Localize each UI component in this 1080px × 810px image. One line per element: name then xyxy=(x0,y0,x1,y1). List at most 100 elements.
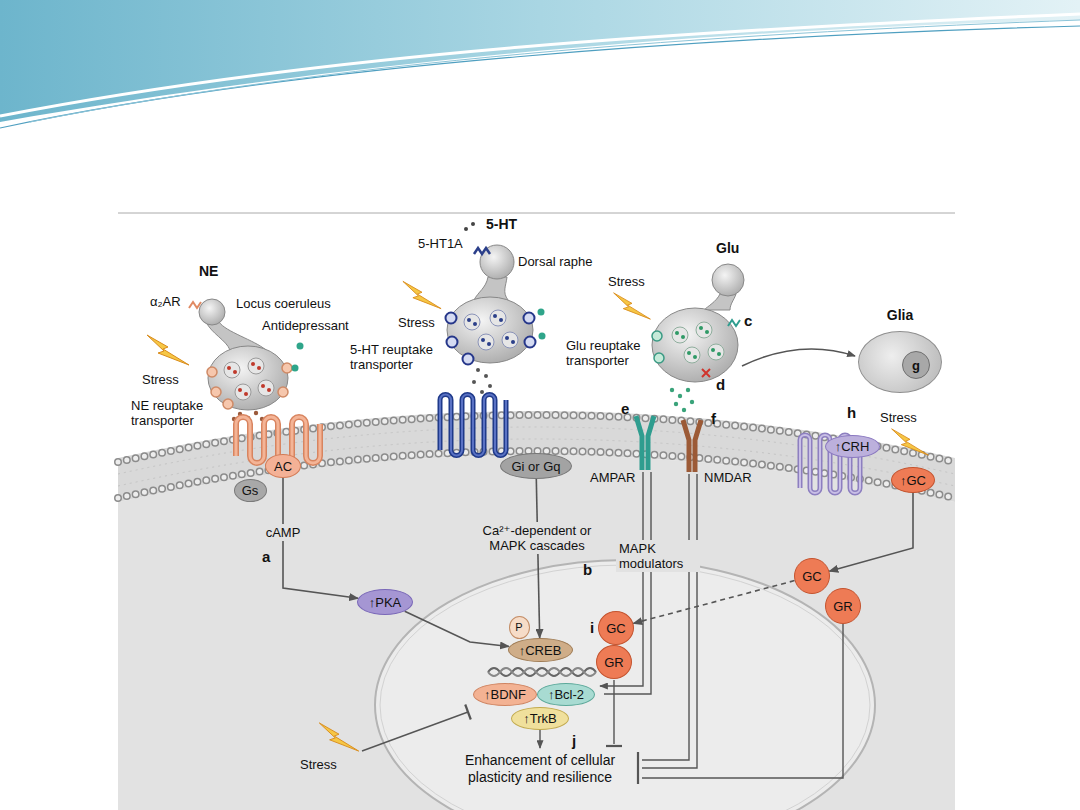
nucleus-name: Locus coeruleus xyxy=(236,296,331,311)
glucocorticoid-circle: GC xyxy=(794,558,830,594)
transmitter-name: Glu xyxy=(716,240,739,257)
phospho-circle: P xyxy=(509,616,530,639)
inhibition-bar xyxy=(465,705,471,720)
callout-letter: f xyxy=(711,410,716,428)
node-text: Gi or Gq xyxy=(511,459,560,474)
antidepressant xyxy=(538,309,546,340)
antidepressant xyxy=(292,343,304,372)
pathway-label: MAPK modulators xyxy=(616,540,700,572)
stress-bolt xyxy=(147,335,189,365)
banner-wave xyxy=(30,20,1080,122)
callout-letter: c xyxy=(744,312,752,330)
receptor-name: NMDAR xyxy=(704,470,752,485)
node-text: P xyxy=(515,620,522,635)
callout-letter: h xyxy=(847,404,856,422)
g-protein: Gs xyxy=(234,479,267,502)
node-text: ↑GC xyxy=(900,473,926,488)
receptor-name: AMPAR xyxy=(590,470,635,485)
glucocorticoid-circle: GC xyxy=(598,611,634,645)
dna-strand xyxy=(488,668,596,676)
node-text: Gs xyxy=(242,483,259,498)
node-text: GR xyxy=(604,655,624,670)
node-text: ↑PKA xyxy=(369,595,402,610)
glia-nucleus: g xyxy=(902,351,930,379)
axon xyxy=(704,294,736,310)
presynaptic-receptor xyxy=(728,320,740,326)
ampa-receptor xyxy=(636,416,654,470)
crh-oval: ↑CRH xyxy=(825,435,880,458)
callout-letter: a xyxy=(262,548,270,566)
vesicles xyxy=(672,322,724,363)
node-text: ↑CREB xyxy=(519,643,562,658)
callout-letter: d xyxy=(716,376,725,394)
node-text: GC xyxy=(802,569,822,584)
stress-bolt xyxy=(892,429,929,455)
bcl2-oval: ↑Bcl-2 xyxy=(537,683,595,706)
frame-line xyxy=(118,213,955,214)
nucleus xyxy=(375,560,875,810)
pka-oval: ↑PKA xyxy=(357,589,413,615)
reuptake-transporter xyxy=(446,313,536,365)
gr-inhibition xyxy=(642,624,843,778)
vesicles xyxy=(224,358,274,400)
nucleus-envelope xyxy=(380,565,870,810)
creb-oval: ↑CREB xyxy=(508,638,573,662)
edge-label: Ca²⁺-dependent or MAPK cascades xyxy=(472,522,602,554)
callout-letter: i xyxy=(590,619,594,637)
node-text: ↑BDNF xyxy=(484,687,526,702)
axon-terminal xyxy=(447,297,533,363)
nucleus-name: Dorsal raphe xyxy=(518,254,592,269)
signal-arrow xyxy=(405,611,509,646)
stress-bolt xyxy=(319,723,358,751)
edge-label: cAMP xyxy=(263,524,304,541)
glucocorticoid-oval: ↑GC xyxy=(891,467,935,493)
node-text: GR xyxy=(833,599,853,614)
inhibition-bar xyxy=(606,745,622,747)
banner-wave xyxy=(0,14,1080,116)
released-5ht xyxy=(472,368,492,394)
released-glu xyxy=(670,388,694,412)
stress-label: Stress xyxy=(300,757,337,772)
inhibition-bar xyxy=(637,752,639,784)
axon xyxy=(206,322,266,350)
stress-label: Stress xyxy=(142,372,179,387)
banner xyxy=(0,0,1080,122)
callout-letter: e xyxy=(621,400,629,418)
glia-cell: Gliag xyxy=(858,331,942,393)
dashed-arrow xyxy=(633,581,794,624)
node-text: g xyxy=(912,358,920,373)
stress-label: Stress xyxy=(608,274,645,289)
reuptake-transporter xyxy=(207,363,292,409)
glia-uptake-arrow xyxy=(742,349,855,366)
reuptake-transporter xyxy=(652,331,664,363)
transmitter-name: NE xyxy=(199,263,218,280)
transporter-label: Glu reuptake transporter xyxy=(566,338,650,368)
stress-inhibition xyxy=(362,712,468,751)
neurotransmitter xyxy=(227,362,271,396)
transporter-label: 5-HT reuptake transporter xyxy=(350,342,446,372)
callout-letter: b xyxy=(583,561,592,579)
trkb-oval: ↑TrkB xyxy=(511,707,569,730)
receptor-circle: GR xyxy=(596,645,632,679)
banner-wave xyxy=(0,26,1080,128)
drug-label: Antidepressant xyxy=(262,318,349,333)
nmda-receptor xyxy=(683,420,701,472)
g-protein: Gi or Gq xyxy=(500,453,572,479)
stress-bolt xyxy=(403,281,441,308)
stress-label: Stress xyxy=(398,315,435,330)
axon-terminal xyxy=(208,346,288,410)
nmdar-pathway xyxy=(642,474,697,768)
stress-label: Stress xyxy=(880,410,917,425)
stress-bolt xyxy=(614,293,651,319)
bdnf-oval: ↑BDNF xyxy=(473,683,537,706)
neurotransmitter xyxy=(675,326,721,359)
receptor-name: 5-HT1A xyxy=(418,236,463,251)
soma xyxy=(712,264,744,296)
signal-arrow xyxy=(536,479,539,638)
node-text: AC xyxy=(274,459,292,474)
callout-letter: j xyxy=(572,732,576,750)
node-heading: Glia xyxy=(887,308,913,323)
5ht-receptor xyxy=(440,395,506,456)
adenylyl-cyclase: AC xyxy=(265,454,301,478)
